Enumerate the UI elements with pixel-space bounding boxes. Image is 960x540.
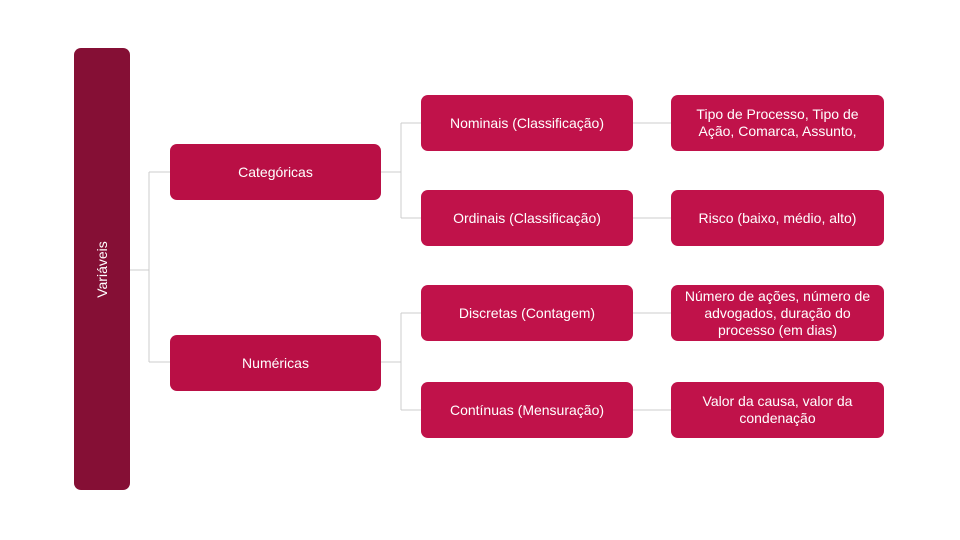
example-node-discretas: Número de ações, número de advogados, du…: [671, 285, 884, 341]
example-label: Risco (baixo, médio, alto): [698, 209, 857, 226]
type-node-continuas: Contínuas (Mensuração): [421, 382, 633, 438]
example-node-continuas: Valor da causa, valor da condenação: [671, 382, 884, 438]
example-label: Tipo de Processo, Tipo de Ação, Comarca,…: [696, 106, 859, 139]
type-label: Ordinais (Classificação): [453, 209, 601, 226]
category-node-numericas: Numéricas: [170, 335, 381, 391]
type-node-nominais: Nominais (Classificação): [421, 95, 633, 151]
example-label: Valor da causa, valor da condenação: [702, 393, 853, 426]
category-node-categoricas: Categóricas: [170, 144, 381, 200]
category-label: Categóricas: [238, 163, 313, 180]
type-label: Discretas (Contagem): [458, 304, 596, 321]
category-label: Numéricas: [242, 354, 309, 371]
root-label: Variáveis: [93, 240, 110, 298]
type-label: Nominais (Classificação): [449, 114, 605, 131]
example-node-nominais: Tipo de Processo, Tipo de Ação, Comarca,…: [671, 95, 884, 151]
root-node: Variáveis: [74, 48, 130, 490]
type-label: Contínuas (Mensuração): [449, 401, 605, 418]
type-node-ordinais: Ordinais (Classificação): [421, 190, 633, 246]
example-label: Número de ações, número de advogados, du…: [684, 287, 871, 338]
type-node-discretas: Discretas (Contagem): [421, 285, 633, 341]
example-node-ordinais: Risco (baixo, médio, alto): [671, 190, 884, 246]
